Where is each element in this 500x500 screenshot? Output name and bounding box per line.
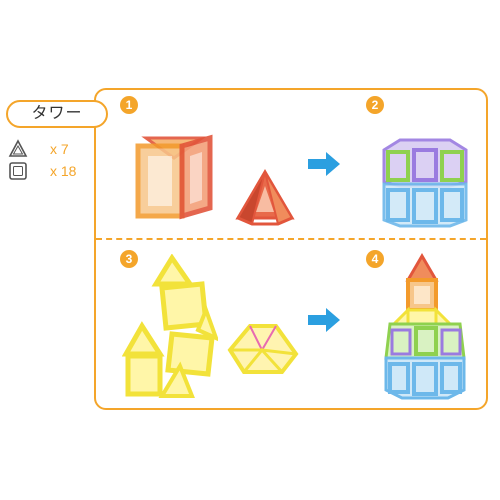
- step-badge-4: 4: [366, 250, 384, 268]
- flat-layout-illustration: [122, 254, 218, 398]
- page-title: タワー: [6, 100, 108, 128]
- folded-shape-illustration: [227, 324, 299, 374]
- octagon-tower-illustration: [382, 138, 468, 228]
- finished-tower-illustration: [384, 253, 466, 400]
- tetrahedron-illustration: [235, 169, 295, 226]
- instruction-panel: [94, 88, 488, 410]
- triangle-quantity: x 7: [50, 141, 69, 157]
- square-quantity: x 18: [50, 163, 77, 179]
- row-divider: [96, 238, 486, 240]
- step-badge-2: 2: [366, 96, 384, 114]
- arrow-right-icon: [308, 152, 340, 176]
- legend-triangle: x 7: [8, 138, 69, 160]
- step-badge-1: 1: [120, 96, 138, 114]
- arrow-right-icon: [308, 308, 340, 332]
- prism-illustration: [135, 134, 213, 220]
- triangle-icon: [8, 139, 28, 157]
- legend-square: x 18: [8, 160, 76, 182]
- square-icon: [9, 162, 27, 180]
- step-badge-3: 3: [120, 250, 138, 268]
